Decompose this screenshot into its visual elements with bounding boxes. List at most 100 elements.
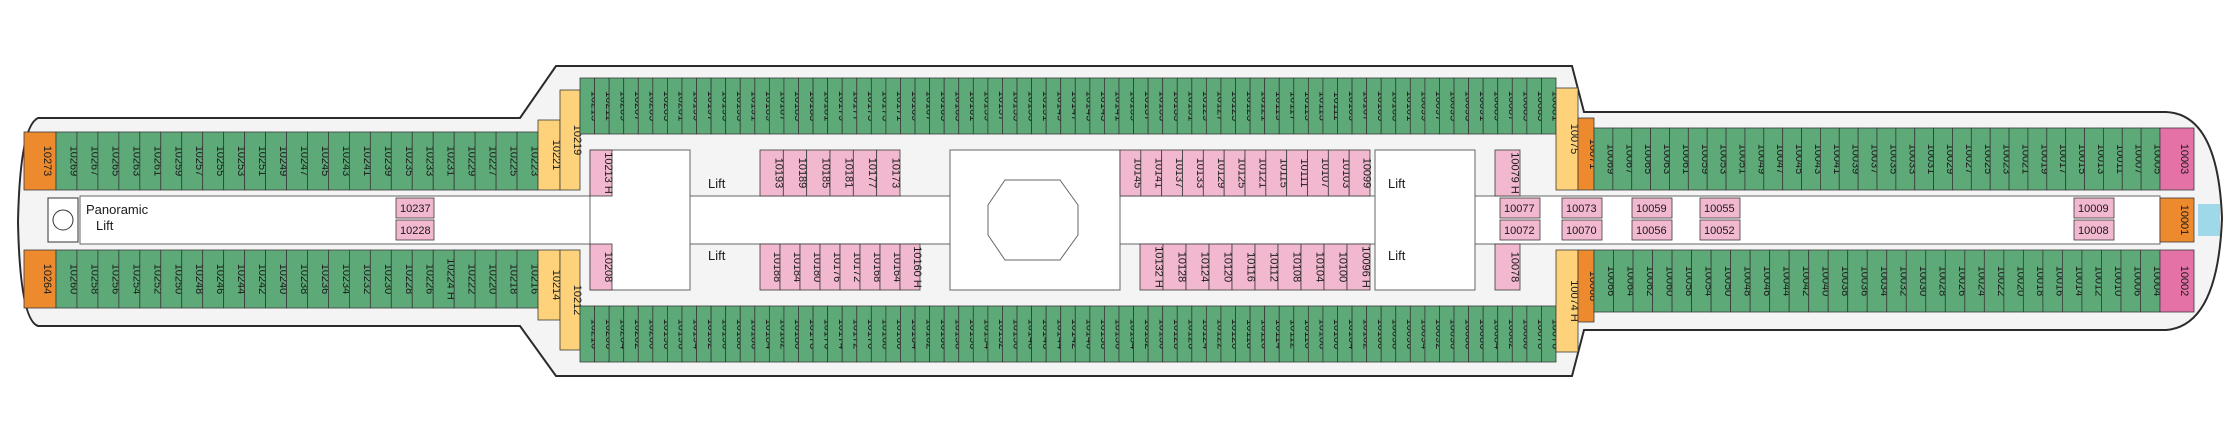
cabin-inside[interactable]: 10213 H — [589, 149, 614, 197]
cabin-balcony[interactable]: 10258 — [76, 249, 100, 309]
cabin-inside[interactable]: 10132 H — [1139, 243, 1165, 291]
cabin-balcony[interactable]: 10226 — [411, 249, 436, 309]
cabin-corner[interactable]: 10002 — [2159, 249, 2195, 313]
cabin-inside[interactable]: 10112 — [1254, 243, 1280, 291]
cabin-balcony[interactable]: 10235 — [390, 131, 415, 191]
cabin-balcony[interactable]: 10222 — [453, 249, 478, 309]
cabin-balcony[interactable]: 10241 — [348, 131, 373, 191]
cabin-inside[interactable]: 10173 — [876, 149, 902, 197]
cabin-inside[interactable]: 10121 — [1244, 149, 1268, 197]
cabin-inside[interactable]: 10185 — [806, 149, 832, 197]
cabin-inside[interactable]: 10172 — [839, 243, 863, 291]
cabin-inside[interactable]: 10125 — [1223, 149, 1248, 197]
cabin-inside[interactable]: 10228 — [395, 219, 435, 241]
cabin-inside[interactable]: 10009 — [2073, 197, 2115, 219]
cabin-premium[interactable]: 10214 — [537, 249, 562, 321]
cabin-inside[interactable]: 10193 — [759, 149, 785, 197]
cabin-balcony[interactable]: 10238 — [286, 249, 310, 309]
cabin-inside[interactable]: 10078 — [1494, 243, 1521, 291]
cabin-inside[interactable]: 10070 — [1561, 219, 1603, 241]
cabin-inside[interactable]: 10176 — [819, 243, 843, 291]
cabin-balcony[interactable]: 10254 — [118, 249, 142, 309]
cabin-balcony[interactable]: 10223 — [516, 131, 541, 191]
cabin-inside[interactable]: 10107 — [1307, 149, 1331, 197]
cabin-suite[interactable]: 10264 — [23, 249, 57, 309]
cabin-balcony[interactable]: 10267 — [76, 131, 100, 191]
cabin-inside[interactable]: 10177 — [852, 149, 878, 197]
cabin-balcony[interactable]: 10240 — [265, 249, 289, 309]
cabin-inside[interactable]: 10137 — [1161, 149, 1185, 197]
cabin-balcony[interactable]: 10220 — [474, 249, 499, 309]
cabin-premium[interactable]: 10212 — [559, 249, 583, 351]
cabin-balcony[interactable]: 10239 — [369, 131, 394, 191]
cabin-balcony[interactable]: 10265 — [97, 131, 121, 191]
cabin-balcony[interactable]: 10263 — [118, 131, 142, 191]
cabin-inside[interactable]: 10168 — [859, 243, 883, 291]
cabin-inside[interactable]: 10145 — [1119, 149, 1143, 197]
cabin-inside[interactable]: 10237 — [395, 197, 435, 219]
cabin-balcony[interactable]: 10259 — [160, 131, 184, 191]
cabin-inside[interactable]: 10180 — [799, 243, 823, 291]
cabin-corner[interactable]: 10003 — [2159, 127, 2195, 191]
cabin-balcony[interactable]: 10242 — [244, 249, 268, 309]
cabin-premium[interactable]: 10219 — [559, 89, 583, 191]
cabin-inside[interactable]: 10184 — [779, 243, 803, 291]
cabin-premium[interactable]: 10074 H — [1555, 249, 1580, 353]
cabin-inside[interactable]: 10104 — [1300, 243, 1326, 291]
cabin-inside[interactable]: 10111 — [1286, 149, 1310, 197]
cabin-inside[interactable]: 10052 — [1699, 219, 1741, 241]
cabin-balcony[interactable]: 10224 H — [432, 249, 457, 309]
cabin-balcony[interactable]: 10216 — [516, 249, 541, 309]
cabin-inside[interactable]: 10129 — [1202, 149, 1227, 197]
cabin-balcony[interactable]: 10255 — [202, 131, 226, 191]
cabin-balcony[interactable]: 10228 — [390, 249, 415, 309]
cabin-balcony[interactable]: 10247 — [286, 131, 310, 191]
cabin-balcony[interactable]: 10260 — [55, 249, 79, 309]
cabin-balcony[interactable]: 10251 — [244, 131, 268, 191]
cabin-balcony[interactable]: 10233 — [411, 131, 436, 191]
cabin-inside[interactable]: 10115 — [1265, 149, 1289, 197]
cabin-balcony[interactable]: 10253 — [223, 131, 247, 191]
cabin-balcony[interactable]: 10269 — [55, 131, 79, 191]
cabin-balcony[interactable]: 10257 — [181, 131, 205, 191]
cabin-balcony[interactable]: 10043 — [1801, 127, 1824, 191]
cabin-balcony[interactable]: 10243 — [328, 131, 352, 191]
cabin-inside[interactable]: 10120 — [1208, 243, 1234, 291]
cabin-balcony[interactable]: 10232 — [348, 249, 373, 309]
cabin-inside[interactable]: 10103 — [1327, 149, 1352, 197]
cabin-inside[interactable]: 10100 — [1323, 243, 1349, 291]
cabin-inside[interactable]: 10072 — [1499, 219, 1541, 241]
cabin-balcony[interactable]: 10234 — [328, 249, 352, 309]
cabin-balcony[interactable]: 10236 — [307, 249, 331, 309]
cabin-premium[interactable]: 10075 — [1555, 87, 1580, 191]
cabin-balcony[interactable]: 10225 — [495, 131, 520, 191]
cabin-inside[interactable]: 10079 H — [1494, 149, 1521, 197]
cabin-balcony[interactable]: 10248 — [181, 249, 205, 309]
cabin-balcony[interactable]: 10261 — [139, 131, 163, 191]
cabin-balcony[interactable]: 10229 — [453, 131, 478, 191]
cabin-balcony[interactable]: 10227 — [474, 131, 499, 191]
cabin-balcony[interactable]: 10245 — [307, 131, 331, 191]
cabin-inside[interactable]: 10059 — [1631, 197, 1673, 219]
cabin-inside[interactable]: 10055 — [1699, 197, 1741, 219]
cabin-balcony[interactable]: 10036 — [1847, 249, 1871, 313]
cabin-balcony[interactable]: 10231 — [432, 131, 457, 191]
cabin-inside[interactable]: 10208 — [589, 243, 614, 291]
cabin-inside[interactable]: 10164 — [879, 243, 903, 291]
cabin-inside[interactable]: 10077 — [1499, 197, 1541, 219]
cabin-inside[interactable]: 10073 — [1561, 197, 1603, 219]
cabin-inside[interactable]: 10108 — [1277, 243, 1303, 291]
cabin-inside[interactable]: 10124 — [1185, 243, 1211, 291]
cabin-balcony[interactable]: 10249 — [265, 131, 289, 191]
cabin-premium[interactable]: 10221 — [537, 119, 562, 191]
cabin-balcony[interactable]: 10250 — [160, 249, 184, 309]
cabin-suite[interactable]: 10273 — [23, 131, 57, 191]
cabin-inside[interactable]: 10133 — [1182, 149, 1206, 197]
cabin-inside[interactable]: 10116 — [1231, 243, 1257, 291]
cabin-balcony[interactable]: 10218 — [495, 249, 520, 309]
cabin-inside[interactable]: 10056 — [1631, 219, 1673, 241]
cabin-inside[interactable]: 10096 H — [1346, 243, 1372, 291]
cabin-balcony[interactable]: 10246 — [202, 249, 226, 309]
cabin-inside[interactable]: 10141 — [1140, 149, 1164, 197]
cabin-balcony[interactable]: 10252 — [139, 249, 163, 309]
